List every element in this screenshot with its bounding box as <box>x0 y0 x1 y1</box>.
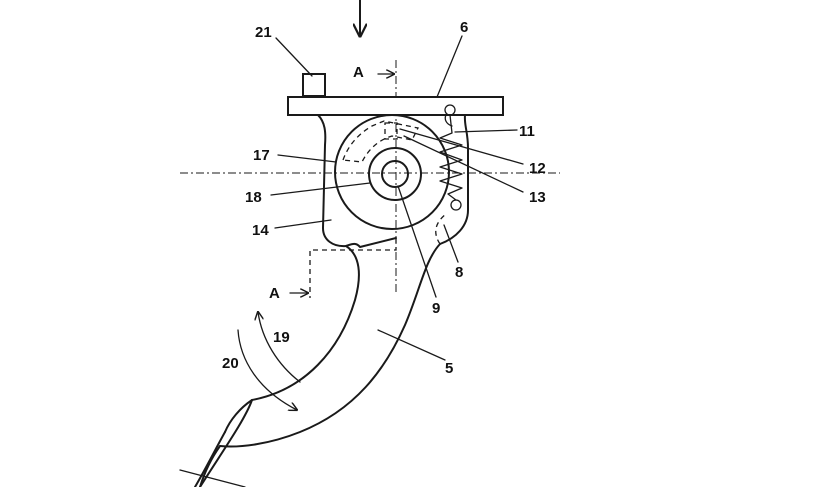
bracket-body-left <box>317 114 397 248</box>
leader-13 <box>403 135 524 193</box>
label-8: 8 <box>455 264 463 281</box>
arrow-20 <box>237 329 297 410</box>
label-20: 20 <box>222 355 239 372</box>
pedal-arm-right-edge <box>219 243 441 448</box>
arrow-19 <box>258 312 301 383</box>
leader-21 <box>275 37 313 77</box>
label-19: 19 <box>273 329 290 346</box>
leader-12 <box>399 128 524 165</box>
label-6: 6 <box>460 19 468 36</box>
shaft-inner <box>381 160 409 188</box>
label-18: 18 <box>245 189 262 206</box>
pedal-arm-dashed-joint <box>435 213 447 245</box>
label-17: 17 <box>253 147 270 164</box>
label-14: 14 <box>252 222 269 239</box>
return-spring <box>439 114 463 201</box>
label-13: 13 <box>529 189 546 206</box>
shaft-outer <box>368 147 422 201</box>
leader-18 <box>270 182 371 196</box>
part-21-block <box>302 73 326 97</box>
leader-17 <box>277 154 337 163</box>
label-12: 12 <box>529 160 546 177</box>
label-5: 5 <box>445 360 453 377</box>
pedal-arm-left-edge <box>224 245 360 433</box>
bracket-body-right <box>439 114 469 245</box>
label-21: 21 <box>255 24 272 41</box>
label-a-bottom: A <box>269 285 280 302</box>
pedal-stem-right <box>199 445 221 487</box>
spring-pin-bottom <box>450 199 462 211</box>
leader-14 <box>274 219 332 229</box>
pedal-pad-leader <box>179 469 246 487</box>
pedal-stem-inner <box>194 431 226 487</box>
base-plate <box>287 96 504 116</box>
leader-9 <box>397 185 437 298</box>
section-line-a <box>309 238 397 298</box>
label-a-top: A <box>353 64 364 81</box>
leader-5 <box>377 329 446 361</box>
pedal-stem-left <box>199 399 253 487</box>
leader-6 <box>436 35 463 98</box>
leader-11 <box>454 129 518 133</box>
label-9: 9 <box>432 300 440 317</box>
label-11: 11 <box>519 123 535 140</box>
leader-8 <box>443 224 459 263</box>
hub-disc <box>334 114 450 230</box>
cam-sector-dashed <box>342 120 419 163</box>
part-12-insert <box>384 122 398 140</box>
